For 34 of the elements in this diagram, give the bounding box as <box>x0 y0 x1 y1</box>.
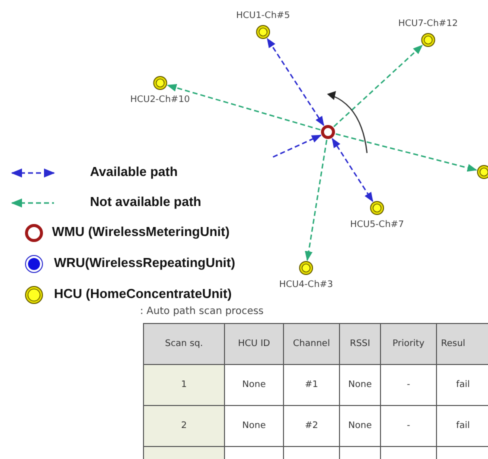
node-label: HCU4-Ch#3 <box>279 279 333 292</box>
node-label: HCU7-Ch#12 <box>398 18 458 31</box>
legend-text: HCU (HomeConcentrateUnit) <box>54 286 232 302</box>
arrow <box>166 84 321 130</box>
table-cell: None <box>224 406 284 446</box>
column-header: Resul <box>436 324 488 364</box>
column-header: Scan sq. <box>144 324 224 364</box>
table-title: : Auto path scan process <box>140 306 264 317</box>
node-label: HCU5-Ch#7 <box>350 219 404 232</box>
legend-text: WRU(WirelessRepeatingUnit) <box>54 255 236 271</box>
arrow <box>333 44 423 128</box>
legend-text: Available path <box>90 164 178 180</box>
table-cell: - <box>380 406 436 446</box>
node-label: HCU1-Ch#5 <box>236 10 290 23</box>
legend-text: Not available path <box>90 194 202 210</box>
table-cell: None <box>224 364 284 406</box>
arrow <box>304 140 328 262</box>
table-cell: #2 <box>284 406 340 446</box>
arrow <box>336 133 478 172</box>
arrow <box>332 138 374 202</box>
column-header: RSSI <box>340 324 380 364</box>
arrow <box>272 134 322 158</box>
column-header: Priority <box>380 324 436 364</box>
table-cell: None <box>340 364 380 406</box>
table-cell: 2 <box>144 406 224 446</box>
table-cell: 1 <box>144 364 224 406</box>
column-header: Channel <box>284 324 340 364</box>
node-label: HCU2-Ch#10 <box>130 94 190 107</box>
table-cell: - <box>380 364 436 406</box>
legend-text: WMU (WirelessMeteringUnit) <box>52 224 230 240</box>
arrow <box>266 38 324 126</box>
table-cell: None <box>340 406 380 446</box>
column-header: HCU ID <box>224 324 284 364</box>
table-cell: #1 <box>284 364 340 406</box>
